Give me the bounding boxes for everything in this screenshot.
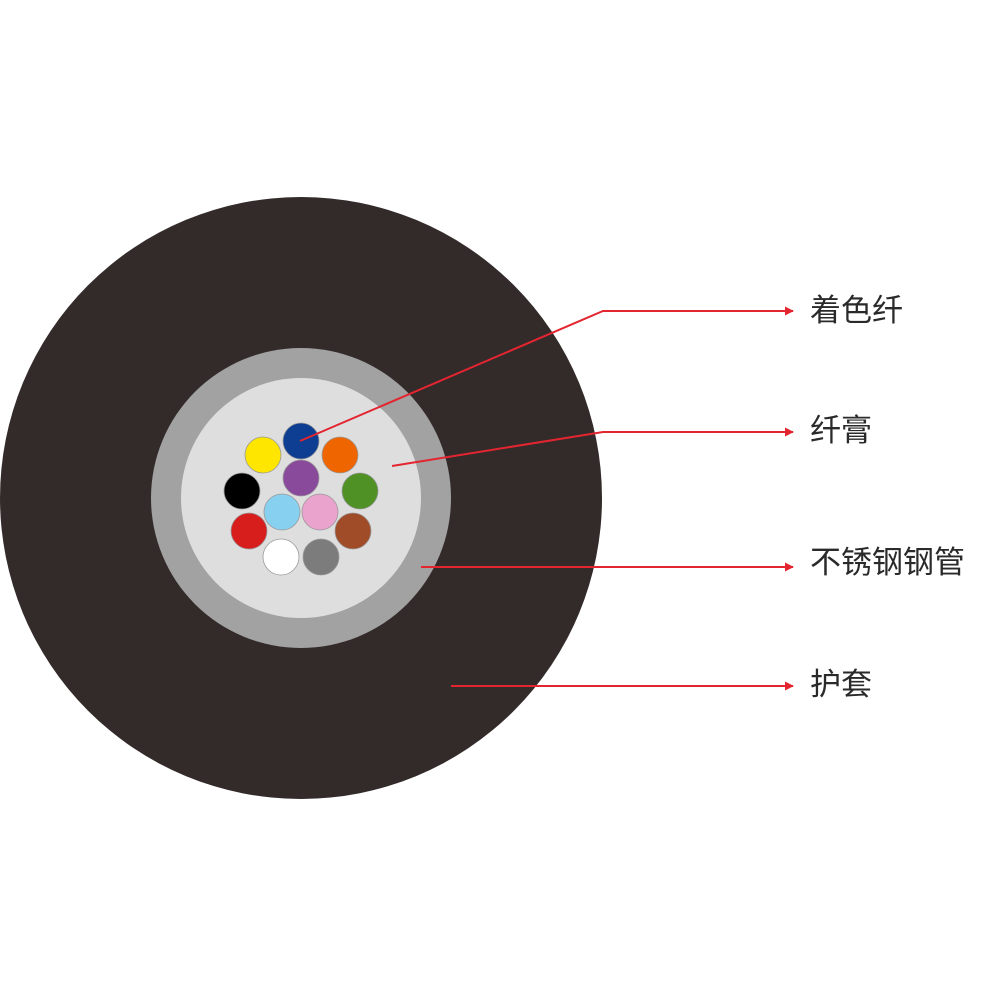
leader-lines	[299, 306, 794, 691]
leader-line-fiber-gel	[391, 427, 794, 467]
label-colored-fiber: 着色纤	[810, 293, 903, 329]
colored-fibers	[223, 422, 379, 576]
black-fiber	[223, 472, 261, 510]
yellow-fiber	[244, 436, 282, 474]
label-jacket: 护套	[810, 667, 872, 703]
brown-fiber	[334, 512, 372, 550]
leader-line-colored-fiber	[299, 306, 794, 442]
sky-blue-fiber	[263, 493, 301, 531]
red-fiber	[230, 512, 268, 550]
purple-fiber	[282, 459, 320, 497]
white-fiber	[262, 538, 300, 576]
label-fiber-gel: 纤膏	[810, 413, 872, 449]
green-fiber	[341, 472, 379, 510]
label-stainless-steel-tube: 不锈钢钢管	[810, 545, 965, 581]
gray-fiber	[302, 538, 340, 576]
fiber-gel	[181, 378, 421, 618]
orange-fiber	[321, 436, 359, 474]
pink-fiber	[301, 493, 339, 531]
